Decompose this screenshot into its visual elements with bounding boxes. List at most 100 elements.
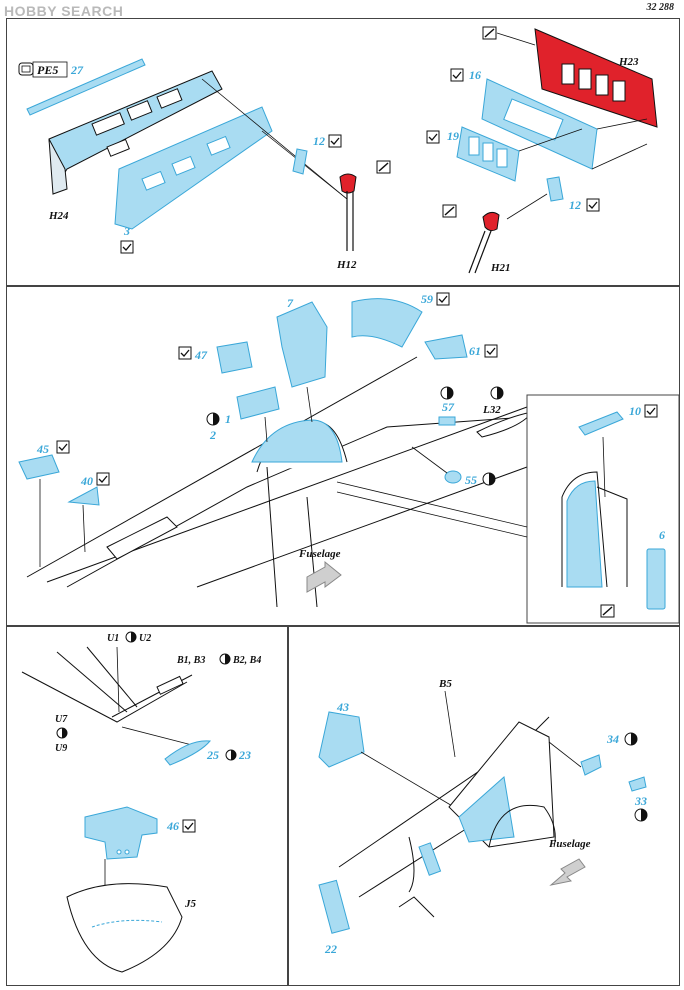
label-b1-b3: B1, B3 bbox=[176, 655, 205, 666]
label-fuselage: Fuselage bbox=[298, 548, 341, 560]
panel-fuselage: 7 59 47 61 1 2 57 L32 45 bbox=[6, 286, 680, 626]
panel-rear-fuselage: 43 B5 34 33 Fuselage 22 bbox=[288, 626, 680, 986]
part-1 bbox=[236, 386, 280, 420]
panel-instrument-panels: PE5 27 H24 3 12 H12 H23 bbox=[6, 18, 680, 286]
check-box-icon bbox=[56, 440, 70, 454]
label-h21: H21 bbox=[490, 262, 511, 274]
half-circle-icon bbox=[56, 727, 68, 739]
label-u9: U9 bbox=[55, 743, 67, 754]
part-61 bbox=[424, 334, 468, 360]
half-circle-icon bbox=[225, 749, 237, 761]
part-27-strip bbox=[26, 58, 146, 116]
check-box-icon bbox=[450, 68, 464, 82]
label-fuselage-rear: Fuselage bbox=[548, 838, 591, 850]
label-6: 6 bbox=[659, 528, 665, 542]
label-12-left: 12 bbox=[313, 134, 325, 148]
part-6 bbox=[646, 548, 666, 610]
label-40: 40 bbox=[80, 474, 93, 488]
label-23: 23 bbox=[238, 748, 251, 762]
label-25: 25 bbox=[206, 748, 219, 762]
part-7 bbox=[276, 301, 328, 388]
part-h24-edge bbox=[48, 138, 68, 195]
part-h12-knob bbox=[339, 173, 357, 194]
label-h24: H24 bbox=[48, 210, 69, 222]
part-22-placement bbox=[418, 842, 442, 876]
half-circle-icon bbox=[624, 732, 638, 746]
part-45 bbox=[18, 454, 60, 480]
check-box-icon bbox=[644, 404, 658, 418]
panel-wing-details: U1 U2 B1, B3 B2, B4 U7 U9 25 23 46 J5 bbox=[6, 626, 288, 986]
part-22 bbox=[318, 879, 350, 934]
label-h12: H12 bbox=[336, 259, 357, 271]
part-47 bbox=[216, 341, 253, 374]
label-1: 1 bbox=[225, 412, 231, 426]
part-25-23 bbox=[164, 740, 211, 766]
half-circle-icon bbox=[634, 808, 648, 822]
part-12-bracket-right bbox=[546, 176, 564, 202]
label-59: 59 bbox=[421, 292, 433, 306]
label-46: 46 bbox=[166, 819, 179, 833]
check-box-icon bbox=[484, 344, 498, 358]
part-j5 bbox=[66, 883, 183, 973]
part-40 bbox=[67, 486, 100, 506]
watermark-logo: HOBBY SEARCH bbox=[4, 3, 124, 19]
check-box-icon bbox=[120, 240, 134, 254]
half-circle-icon bbox=[206, 412, 220, 426]
label-22: 22 bbox=[324, 942, 337, 956]
label-27: 27 bbox=[70, 63, 84, 77]
label-45: 45 bbox=[36, 442, 49, 456]
pe5-frame bbox=[32, 61, 68, 78]
part-12-bracket-left bbox=[292, 148, 308, 175]
check-box-icon bbox=[426, 130, 440, 144]
panel4-drawing: 43 B5 34 33 Fuselage 22 bbox=[318, 678, 648, 956]
panel2-drawing: 7 59 47 61 1 2 57 L32 45 bbox=[18, 292, 680, 624]
label-b5: B5 bbox=[438, 678, 452, 690]
pe-sheet-icon bbox=[18, 62, 34, 76]
panel1-drawing: PE5 27 H24 3 12 H12 H23 bbox=[18, 26, 658, 274]
label-u7: U7 bbox=[55, 714, 68, 725]
label-b2-b4: B2, B4 bbox=[232, 655, 261, 666]
part-57 bbox=[438, 416, 456, 426]
label-3: 3 bbox=[123, 224, 130, 238]
part-33 bbox=[628, 776, 647, 792]
half-circle-icon bbox=[440, 386, 454, 400]
panel3-drawing: U1 U2 B1, B3 B2, B4 U7 U9 25 23 46 J5 bbox=[21, 631, 261, 973]
half-circle-icon bbox=[482, 472, 496, 486]
check-box-icon bbox=[182, 819, 196, 833]
label-19: 19 bbox=[447, 129, 459, 143]
pliers-icon bbox=[482, 26, 497, 40]
part-34 bbox=[580, 754, 602, 776]
label-33: 33 bbox=[634, 794, 647, 808]
part-55 bbox=[444, 470, 462, 484]
check-box-icon bbox=[96, 472, 110, 486]
label-pe5: PE5 bbox=[37, 63, 58, 77]
label-47: 47 bbox=[194, 348, 208, 362]
label-h23: H23 bbox=[618, 56, 639, 68]
set-number: 32 288 bbox=[646, 2, 675, 13]
check-box-icon bbox=[436, 292, 450, 306]
half-circle-icon bbox=[219, 653, 231, 665]
part-h21-knob bbox=[482, 211, 500, 232]
label-16: 16 bbox=[469, 68, 481, 82]
label-57: 57 bbox=[442, 400, 455, 414]
direction-arrow-icon bbox=[549, 858, 586, 886]
half-circle-icon bbox=[490, 386, 504, 400]
label-43: 43 bbox=[336, 700, 349, 714]
label-l32: L32 bbox=[482, 404, 501, 416]
part-6-placement bbox=[566, 480, 603, 588]
part-46 bbox=[84, 806, 158, 860]
label-j5: J5 bbox=[184, 898, 197, 910]
label-12-right: 12 bbox=[569, 198, 581, 212]
label-u2: U2 bbox=[139, 633, 151, 644]
pliers-icon bbox=[600, 604, 615, 618]
label-34: 34 bbox=[606, 732, 619, 746]
direction-arrow-icon bbox=[306, 560, 342, 593]
label-u1: U1 bbox=[107, 633, 119, 644]
label-2: 2 bbox=[209, 428, 216, 442]
label-10: 10 bbox=[629, 404, 641, 418]
part-43 bbox=[318, 711, 365, 768]
part-59 bbox=[351, 298, 423, 348]
label-55: 55 bbox=[465, 473, 477, 487]
half-circle-icon bbox=[125, 631, 137, 643]
check-box-icon bbox=[586, 198, 600, 212]
